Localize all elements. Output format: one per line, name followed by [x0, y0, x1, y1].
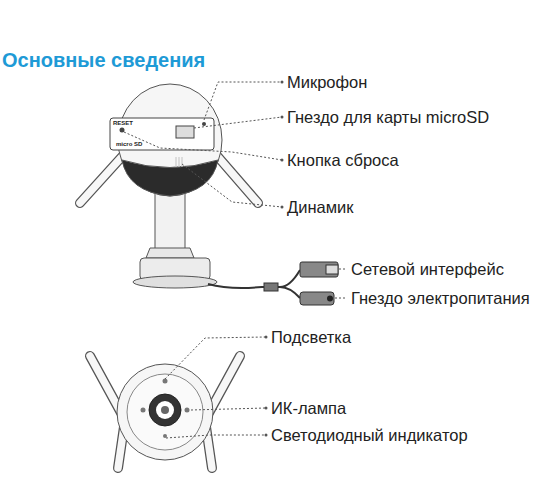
- page-title: Основные сведения: [2, 48, 205, 72]
- part-label: Сетевой интерфейс: [351, 259, 504, 279]
- panel-marking: micro SD: [116, 141, 142, 148]
- power-connector: [300, 292, 334, 305]
- part-label: Гнездо электропитания: [351, 288, 530, 308]
- part-label: Гнездо для карты microSD: [287, 107, 489, 127]
- part-label: ИК-лампа: [271, 398, 346, 418]
- microsd-slot: [176, 126, 194, 138]
- camera-stand: [155, 192, 185, 250]
- reset-button: [120, 128, 125, 133]
- part-label: Кнопка сброса: [287, 150, 399, 170]
- cable: [208, 270, 300, 298]
- panel-marking: RESET: [113, 120, 133, 127]
- back-panel: [110, 118, 214, 150]
- light: [163, 379, 168, 384]
- network-connector: [300, 262, 338, 277]
- led: [163, 434, 167, 438]
- lens: [149, 394, 181, 426]
- speaker-grille: [176, 157, 182, 167]
- part-label: Динамик: [287, 197, 353, 217]
- microphone-hole: [202, 122, 206, 126]
- part-label: Микрофон: [287, 72, 367, 92]
- leader-lines: [124, 82, 347, 438]
- part-label: Светодиодный индикатор: [271, 425, 468, 445]
- part-label: Подсветка: [271, 327, 351, 347]
